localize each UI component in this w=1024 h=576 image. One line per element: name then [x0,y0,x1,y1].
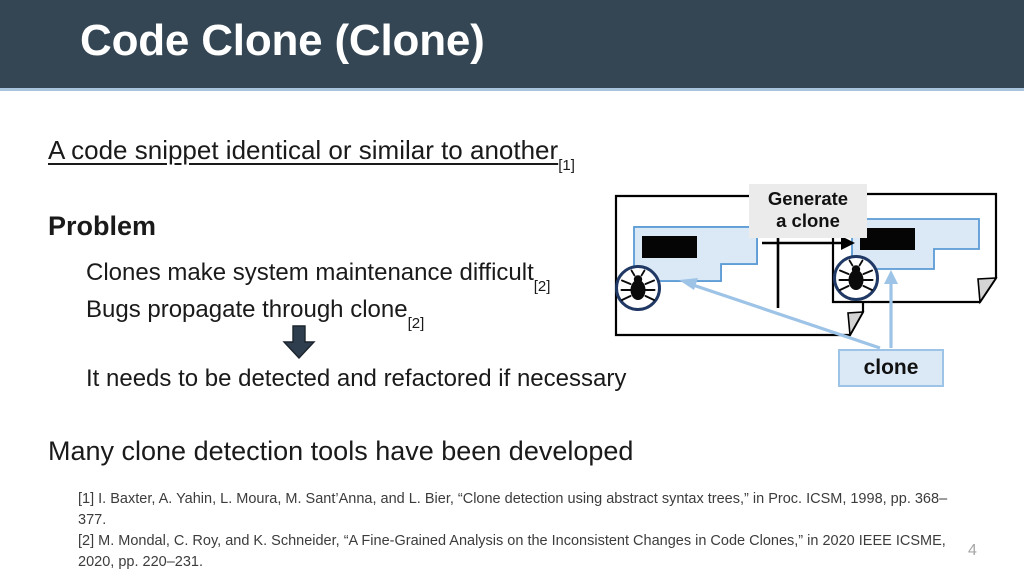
generate-a-clone-label-line1: Generate [767,188,849,209]
page-title: Code Clone (Clone) [80,16,485,65]
source-redacted-code-block [642,236,697,258]
clone-generation-diagram [605,180,1024,395]
problem-bullet-1: Clones make system maintenance difficult… [86,259,550,295]
clone-redacted-code-block [860,228,915,250]
problem-bullet-1-reference-marker: [2] [533,277,551,295]
problem-bullet-1-text: Clones make system maintenance difficult [86,259,534,286]
references-block: [1] I. Baxter, A. Yahin, L. Moura, M. Sa… [78,489,948,573]
bug-icon [833,255,879,301]
page-number: 4 [968,542,977,559]
bug-icon [615,265,661,311]
summary-line: Many clone detection tools have been dev… [48,436,634,466]
definition-text: A code snippet identical or similar to a… [48,135,559,165]
problem-bullet-2-text: Bugs propagate through clone [86,296,408,323]
reference-item-1: [1] I. Baxter, A. Yahin, L. Moura, M. Sa… [78,491,948,529]
generate-a-clone-label-line2: a clone [776,209,840,231]
problem-heading: Problem [48,211,157,241]
definition-line: A code snippet identical or similar to a… [48,135,575,174]
down-arrow-icon [281,325,317,360]
header-divider [0,88,1024,91]
clone-callout-box: clone [838,349,944,387]
reference-item-2: [2] M. Mondal, C. Roy, and K. Schneider,… [78,533,946,571]
conclusion-line: It needs to be detected and refactored i… [86,365,627,392]
definition-reference-marker: [1] [558,157,575,175]
generate-a-clone-label: Generate a clone [749,184,867,238]
problem-bullet-2: Bugs propagate through clone[2] [86,296,424,332]
problem-bullet-2-reference-marker: [2] [407,314,425,332]
slide-header-bar [0,0,1024,88]
clone-callout-leaders [679,270,898,350]
